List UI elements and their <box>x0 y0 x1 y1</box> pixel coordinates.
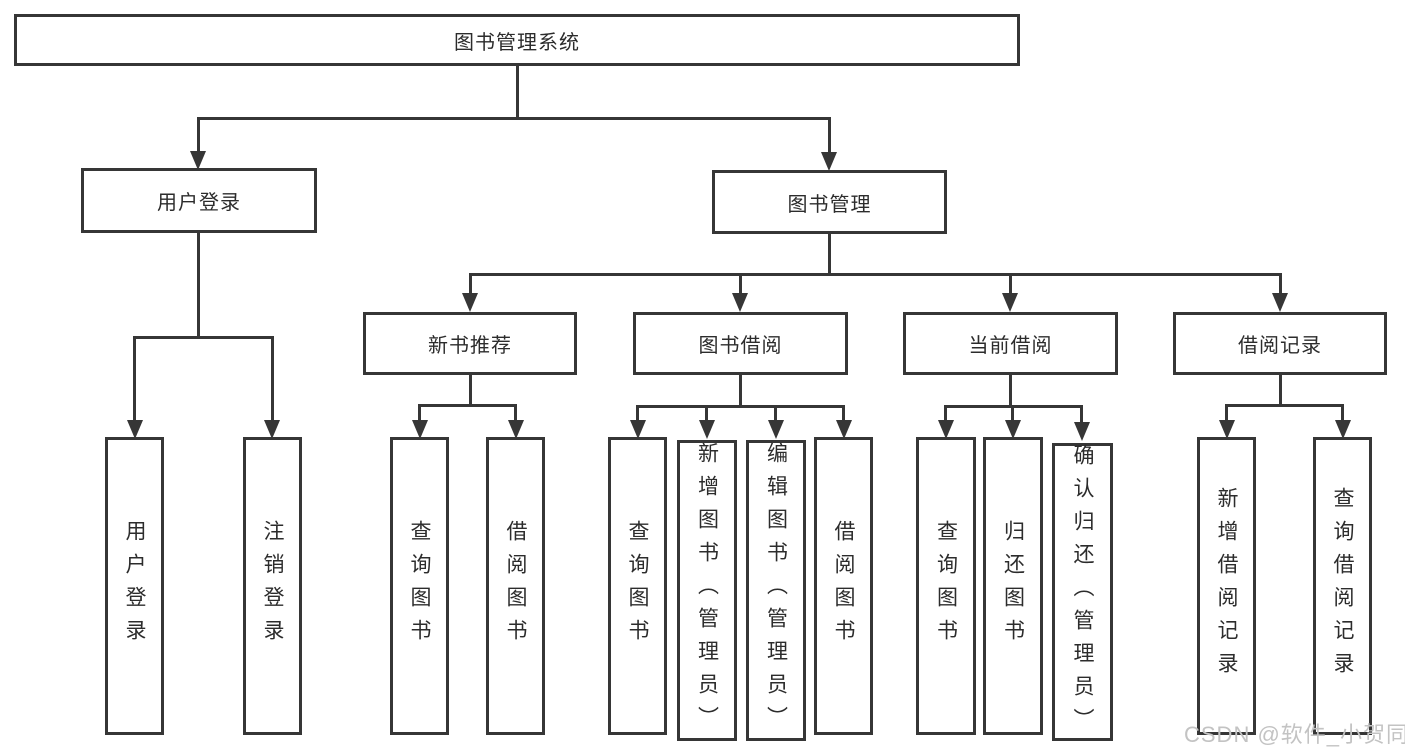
arrow-down-icon <box>127 420 143 439</box>
arrow-down-icon <box>630 420 646 439</box>
node-book-management: 图书管理 <box>712 170 947 234</box>
leaf-cb-confirm-return-admin: 确认归还（管理员） <box>1052 443 1113 741</box>
node-borrowing-records: 借阅记录 <box>1173 312 1387 375</box>
connector-line <box>469 273 1282 276</box>
connector-line <box>516 66 519 119</box>
leaf-nb-query-books: 查询图书 <box>390 437 449 735</box>
connector-line <box>418 404 517 407</box>
connector-line <box>705 405 708 422</box>
connector-line <box>469 375 472 407</box>
connector-line <box>636 405 639 422</box>
connector-line <box>1225 404 1344 407</box>
watermark: CSDN @软件_小贺同学 <box>1184 722 1405 747</box>
leaf-nb-borrow-books: 借阅图书 <box>486 437 545 735</box>
connector-line <box>197 117 831 120</box>
leaf-br-add-record: 新增借阅记录 <box>1197 437 1256 735</box>
connector-line <box>133 336 274 339</box>
connector-line <box>636 405 845 408</box>
arrow-down-icon <box>1219 420 1235 439</box>
arrow-down-icon <box>1272 293 1288 312</box>
leaf-label: 新增借阅记录 <box>1215 487 1238 685</box>
connector-line <box>271 336 274 422</box>
leaf-label: 查询图书 <box>626 520 649 652</box>
connector-line <box>828 234 831 276</box>
connector-line <box>514 404 517 422</box>
connector-line <box>774 405 777 422</box>
connector-line <box>133 336 136 422</box>
arrow-down-icon <box>768 420 784 439</box>
leaf-bb-query-books: 查询图书 <box>608 437 667 735</box>
connector-line <box>1341 404 1344 422</box>
arrow-down-icon <box>264 420 280 439</box>
leaf-label: 新增图书（管理员） <box>695 442 719 739</box>
connector-line <box>1009 273 1012 295</box>
connector-line <box>1011 405 1014 422</box>
arrow-down-icon <box>836 420 852 439</box>
connector-line <box>197 233 200 339</box>
connector-line <box>197 117 200 152</box>
arrow-down-icon <box>462 293 478 312</box>
arrow-down-icon <box>1335 420 1351 439</box>
leaf-label: 注销登录 <box>261 520 284 652</box>
leaf-label: 编辑图书（管理员） <box>764 442 788 739</box>
leaf-br-query-record: 查询借阅记录 <box>1313 437 1372 735</box>
leaf-bb-edit-books-admin: 编辑图书（管理员） <box>746 440 806 741</box>
leaf-label: 借阅图书 <box>832 520 855 652</box>
connector-line <box>944 405 947 422</box>
node-current-borrowing: 当前借阅 <box>903 312 1118 375</box>
leaf-cb-return-books: 归还图书 <box>983 437 1043 735</box>
arrow-down-icon <box>1002 293 1018 312</box>
connector-line <box>739 375 742 408</box>
arrow-down-icon <box>732 293 748 312</box>
connector-line <box>828 117 831 153</box>
leaf-label: 借阅图书 <box>504 520 527 652</box>
connector-line <box>1279 375 1282 407</box>
connector-line <box>1279 273 1282 295</box>
connector-line <box>842 405 845 422</box>
node-user-login: 用户登录 <box>81 168 317 233</box>
connector-line <box>469 273 472 295</box>
arrow-down-icon <box>412 420 428 439</box>
leaf-user-login: 用户登录 <box>105 437 164 735</box>
leaf-cb-query-books: 查询图书 <box>916 437 976 735</box>
connector-line <box>739 273 742 295</box>
leaf-label: 查询图书 <box>408 520 431 652</box>
arrow-down-icon <box>938 420 954 439</box>
arrow-down-icon <box>508 420 524 439</box>
leaf-bb-add-books-admin: 新增图书（管理员） <box>677 440 737 741</box>
node-book-borrowing: 图书借阅 <box>633 312 848 375</box>
connector-line <box>1009 375 1012 408</box>
leaf-label: 查询借阅记录 <box>1331 487 1354 685</box>
leaf-label: 用户登录 <box>123 520 146 652</box>
arrow-down-icon <box>699 420 715 439</box>
leaf-label: 归还图书 <box>1001 520 1025 652</box>
leaf-label: 查询图书 <box>934 520 958 652</box>
arrow-down-icon <box>1005 420 1021 439</box>
connector-line <box>1080 405 1083 424</box>
node-new-book-recommend: 新书推荐 <box>363 312 577 375</box>
connector-line <box>418 404 421 422</box>
arrow-down-icon <box>1074 422 1090 441</box>
arrow-down-icon <box>190 151 206 170</box>
connector-line <box>1225 404 1228 422</box>
leaf-logout: 注销登录 <box>243 437 302 735</box>
leaf-label: 确认归还（管理员） <box>1071 443 1094 741</box>
arrow-down-icon <box>821 152 837 171</box>
node-root: 图书管理系统 <box>14 14 1020 66</box>
leaf-bb-borrow-books: 借阅图书 <box>814 437 873 735</box>
